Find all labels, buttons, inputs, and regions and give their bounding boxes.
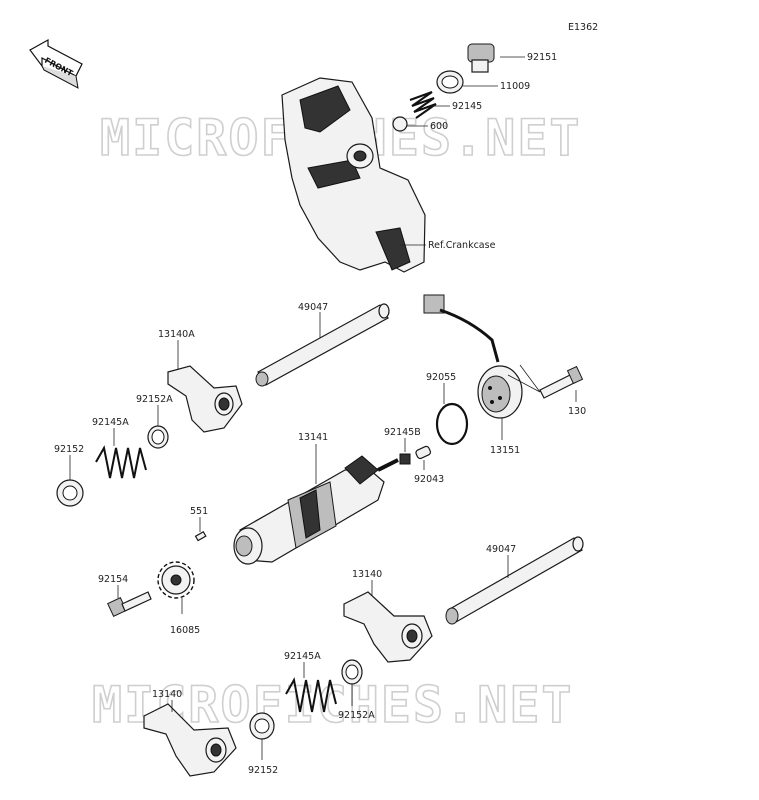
label-92152-top: 92152 xyxy=(54,444,84,455)
spring-92145A-top xyxy=(95,428,147,479)
bolt-92154 xyxy=(107,585,152,617)
pin-551 xyxy=(194,517,207,542)
label-13140-mid: 13140 xyxy=(352,569,382,580)
label-11009: 11009 xyxy=(500,81,530,92)
label-13141: 13141 xyxy=(298,432,328,443)
label-13140-bottom: 13140 xyxy=(152,689,182,700)
washer-92152A-top xyxy=(147,405,169,449)
label-92043: 92043 xyxy=(414,474,444,485)
bolt-130 xyxy=(539,365,584,402)
label-92152-bottom: 92152 xyxy=(248,765,278,776)
shift-fork-13140-bottom xyxy=(143,700,237,777)
label-600: 600 xyxy=(430,121,448,132)
shift-fork-13140A xyxy=(167,340,243,433)
collar-92152-bottom xyxy=(249,712,275,760)
collar-92152-top xyxy=(56,455,84,507)
label-49047-bottom: 49047 xyxy=(486,544,516,555)
label-ref-crankcase: Ref.Crankcase xyxy=(428,240,496,251)
shift-rod-top xyxy=(255,303,390,387)
label-13151: 13151 xyxy=(490,445,520,456)
washer-11009 xyxy=(436,70,498,94)
crankcase-ref xyxy=(281,77,426,273)
washer-92152A-bottom xyxy=(341,659,363,706)
label-130: 130 xyxy=(568,406,586,417)
label-92145A-bottom: 92145A xyxy=(284,651,321,662)
pin-92043 xyxy=(415,445,432,470)
label-92055: 92055 xyxy=(426,372,456,383)
label-13140A: 13140A xyxy=(158,329,195,340)
shift-rod-bottom xyxy=(445,536,584,625)
gear-position-sensor-13151 xyxy=(423,294,523,440)
spring-92145B xyxy=(399,438,411,465)
o-ring-92055 xyxy=(435,383,469,446)
label-16085: 16085 xyxy=(170,625,200,636)
shift-fork-13140-mid xyxy=(343,580,433,663)
label-49047-top: 49047 xyxy=(298,302,328,313)
label-92145B: 92145B xyxy=(384,427,421,438)
label-92151: 92151 xyxy=(527,52,557,63)
bolt-92151 xyxy=(467,43,525,73)
label-92152A-bottom: 92152A xyxy=(338,710,375,721)
label-92145: 92145 xyxy=(452,101,482,112)
gear-16085 xyxy=(157,561,195,614)
label-92145A-top: 92145A xyxy=(92,417,129,428)
ball-600 xyxy=(392,116,408,132)
diagram-code: E1362 xyxy=(568,22,598,33)
spring-92145 xyxy=(409,91,450,119)
label-92154: 92154 xyxy=(98,574,128,585)
front-arrow-icon: FRONT xyxy=(29,38,83,89)
label-92152A-top: 92152A xyxy=(136,394,173,405)
spring-92145A-bottom xyxy=(285,662,337,713)
label-551: 551 xyxy=(190,506,208,517)
shift-drum-13141 xyxy=(233,444,399,565)
